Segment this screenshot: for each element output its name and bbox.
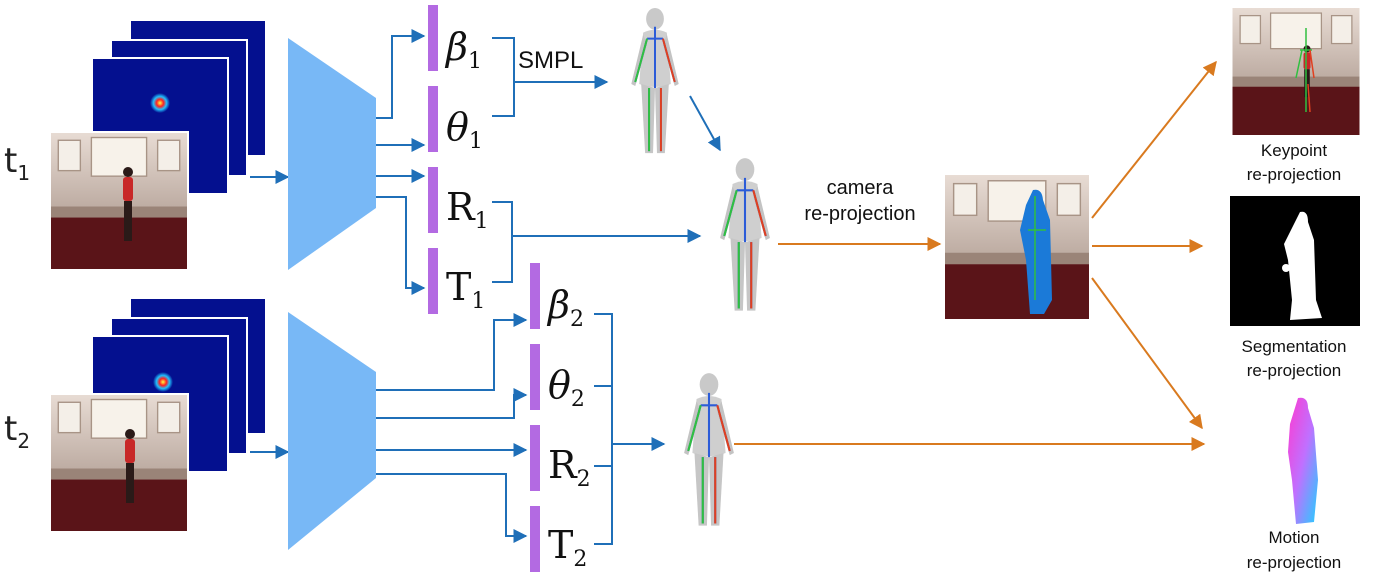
param-label-theta1: θ1 (446, 105, 483, 154)
input-stack-t2 (49, 297, 267, 533)
smpl-mesh-posed-t1 (720, 158, 770, 311)
segmentation-label-line2: re-projection (1247, 361, 1342, 380)
input-image-t2 (49, 393, 189, 533)
encoder-t2-outputs (376, 313, 528, 543)
input-stack-t1 (49, 19, 267, 271)
heatmap-blob-t2 (153, 372, 173, 392)
motion-label-line2: re-projection (1247, 553, 1342, 572)
smpl-bracket (492, 37, 609, 117)
param-label-beta2: β2 (546, 283, 584, 332)
param-bar-t1 (428, 248, 438, 314)
encoder-t1-outputs (376, 29, 426, 295)
segmentation-label-line1: Segmentation (1242, 337, 1347, 356)
keypoint-label-line2: re-projection (1247, 165, 1342, 184)
param-label-t1: T1 (446, 265, 485, 314)
row2-bracket (594, 313, 666, 545)
projected-image (945, 175, 1089, 319)
camera-label-line2: re-projection (804, 203, 915, 225)
param-bar-theta2 (530, 344, 540, 410)
keypoint-output-image (1233, 8, 1360, 135)
arrow-to-motion-from-proj (1091, 277, 1203, 430)
rt1-bracket (492, 201, 702, 283)
encoder-t1 (288, 38, 376, 270)
motion-output-image (1288, 397, 1318, 524)
param-label-theta2: θ2 (548, 363, 585, 412)
arrow-to-keypoint (1091, 60, 1217, 219)
param-label-beta1: β1 (444, 25, 482, 74)
smpl-mesh-posed-t2 (684, 373, 734, 526)
arrow-mesh-to-posed (689, 95, 721, 152)
heatmap-blob-t1 (150, 93, 170, 113)
param-bar-beta1 (428, 5, 438, 71)
motion-label-line1: Motion (1268, 528, 1319, 547)
param-label-r2: R2 (548, 443, 591, 492)
time-label-t1: t1 (4, 141, 30, 185)
param-bar-r1 (428, 167, 438, 233)
time-label-t2: t2 (4, 409, 30, 453)
param-bar-beta2 (530, 263, 540, 329)
segmentation-output-image (1230, 196, 1360, 326)
encoder-t2 (288, 312, 376, 550)
param-bar-theta1 (428, 86, 438, 152)
param-bar-r2 (530, 425, 540, 491)
camera-label-line1: camera (827, 177, 895, 199)
param-label-t2: T2 (548, 523, 587, 572)
smpl-label: SMPL (518, 47, 583, 74)
keypoint-label-line1: Keypoint (1261, 141, 1327, 160)
param-bar-t2 (530, 506, 540, 572)
param-label-r1: R1 (446, 185, 489, 234)
smpl-mesh-canonical (631, 8, 678, 153)
input-image-t1 (49, 131, 189, 271)
